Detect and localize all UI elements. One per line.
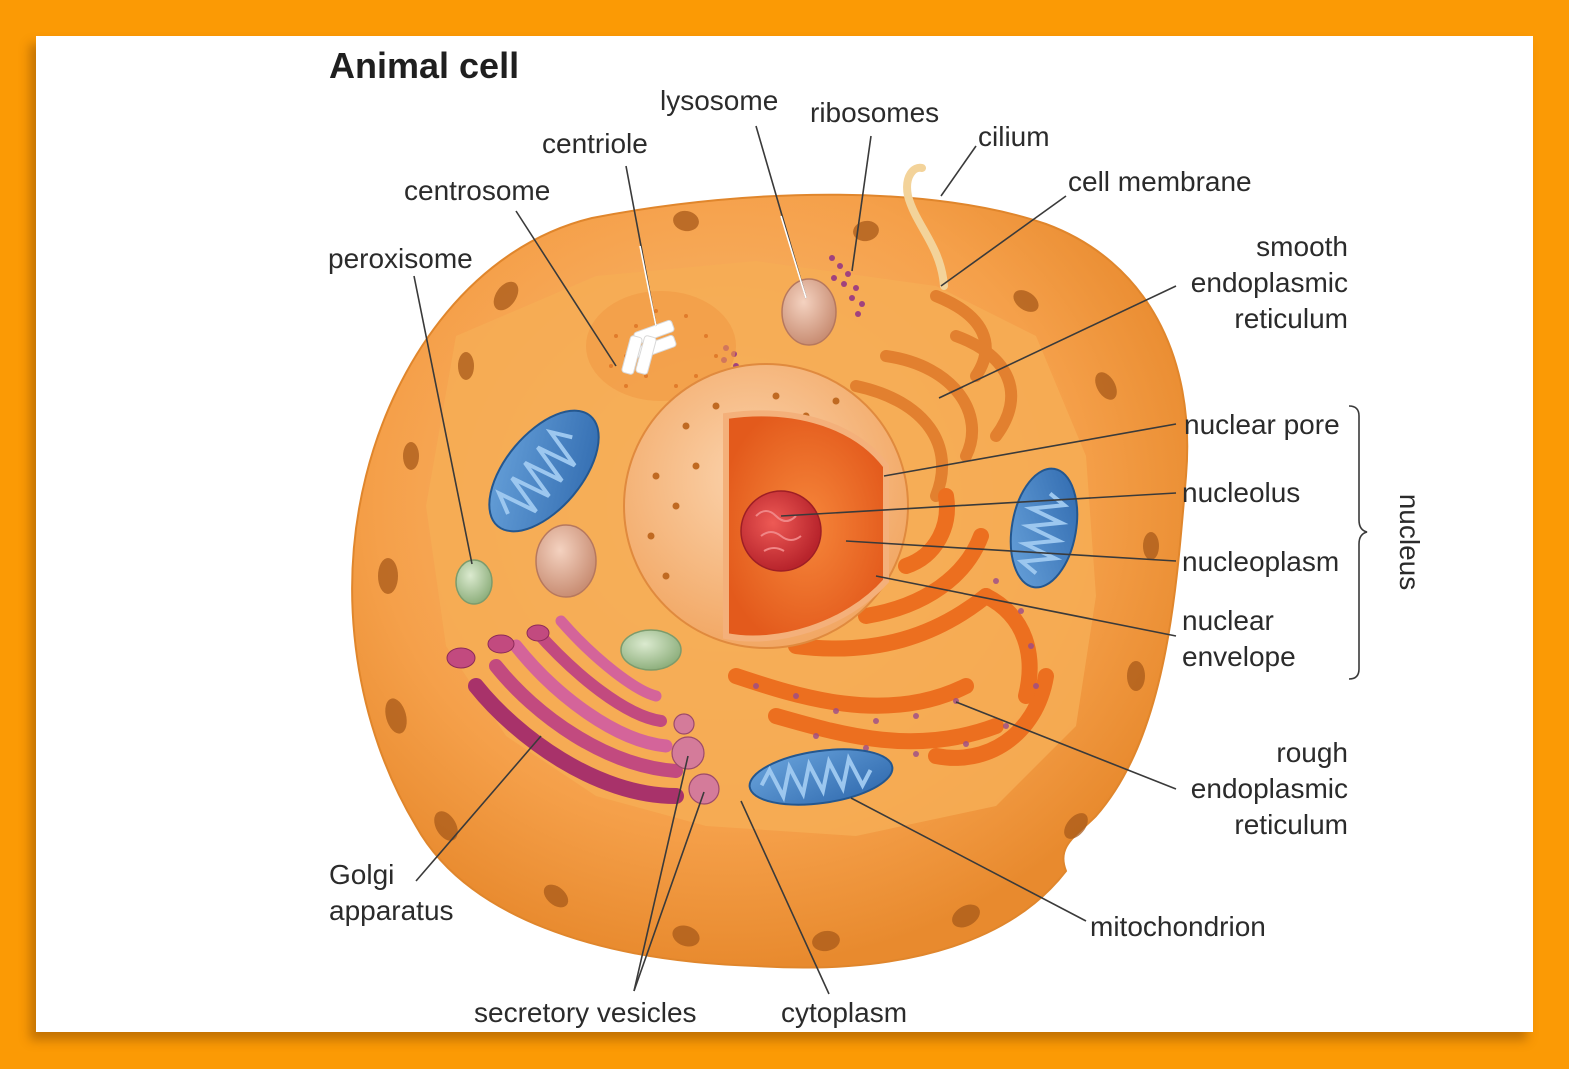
label-secretory-vesicles: secretory vesicles xyxy=(474,997,697,1028)
label-nucleus: nucleus xyxy=(1394,494,1425,591)
label-smooth-er-1: smooth xyxy=(1256,231,1348,262)
label-rough-er-3: reticulum xyxy=(1234,809,1348,840)
label-ribosomes: ribosomes xyxy=(810,97,939,128)
label-nuclear-pore: nuclear pore xyxy=(1184,409,1340,440)
label-golgi-2: apparatus xyxy=(329,895,454,926)
label-nuclear-envelope-1: nuclear xyxy=(1182,605,1274,636)
label-nuclear-envelope-2: envelope xyxy=(1182,641,1296,672)
label-nucleolus: nucleolus xyxy=(1182,477,1300,508)
label-nucleoplasm: nucleoplasm xyxy=(1182,546,1339,577)
rough-er-ribosome-dots xyxy=(753,578,1039,757)
nucleolus xyxy=(740,490,822,572)
label-lysosome: lysosome xyxy=(660,85,778,116)
label-centrosome: centrosome xyxy=(404,175,550,206)
label-cytoplasm: cytoplasm xyxy=(781,997,907,1028)
golgi-vesicles xyxy=(446,624,550,669)
label-smooth-er-3: reticulum xyxy=(1234,303,1348,334)
label-rough-er-1: rough xyxy=(1276,737,1348,768)
nucleus-bracket xyxy=(1348,405,1368,680)
nucleus xyxy=(623,363,909,649)
label-mitochondrion: mitochondrion xyxy=(1090,911,1266,942)
lysosome xyxy=(781,278,837,346)
smooth-er xyxy=(850,290,1018,502)
centrosome xyxy=(586,291,736,401)
peroxisome-2 xyxy=(620,629,682,671)
centriole xyxy=(621,319,677,375)
animal-cell-diagram: Animal cell lysosome ribosomes centriole… xyxy=(328,45,1425,1028)
label-peroxisome: peroxisome xyxy=(328,243,473,274)
mitochondrion-left xyxy=(488,409,600,533)
membrane-pores xyxy=(378,210,1159,952)
label-golgi-1: Golgi xyxy=(329,859,394,890)
diagram-title: Animal cell xyxy=(329,45,519,86)
cilium xyxy=(903,163,948,290)
peroxisome xyxy=(455,559,493,605)
label-rough-er-2: endoplasmic xyxy=(1191,773,1348,804)
label-centriole: centriole xyxy=(542,128,648,159)
rough-er xyxy=(728,488,1054,766)
mitochondrion-bottom xyxy=(748,748,894,806)
leader-lines xyxy=(413,125,1368,995)
diagram-card: Animal cell lysosome ribosomes centriole… xyxy=(36,36,1533,1032)
secretory-vesicles xyxy=(671,713,720,805)
label-cilium: cilium xyxy=(978,121,1050,152)
lysosome-2 xyxy=(535,524,597,598)
label-smooth-er-2: endoplasmic xyxy=(1191,267,1348,298)
golgi-apparatus xyxy=(468,615,684,804)
label-cell-membrane: cell membrane xyxy=(1068,166,1252,197)
mitochondrion-right xyxy=(1009,467,1079,589)
